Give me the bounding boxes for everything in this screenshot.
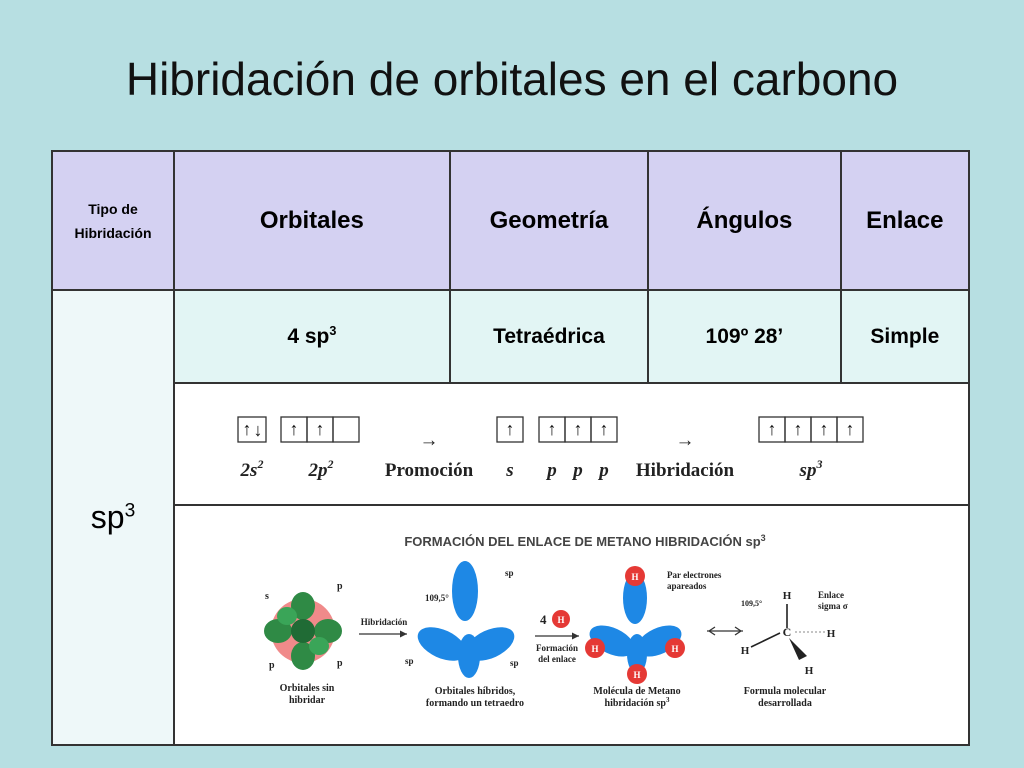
header-enlace: Enlace (839, 150, 971, 291)
label-angle: 109,5° (425, 593, 449, 603)
label-h: H (631, 572, 638, 582)
formacion-line2: del enlace (538, 654, 576, 664)
label-hibridacion: Hibridación (636, 460, 735, 481)
table-row-electron-config: ↑↓ ↑↑ ↑ ↑↑↑ ↑↑↑↑ 2s2 2p2 → Promoción s p… (52, 382, 970, 506)
label-2s2: 2s2 (240, 457, 264, 481)
table-row-methane-formation: FORMACIÓN DEL ENLACE DE METANO HIBRIDACI… (52, 504, 970, 746)
label-h-right: H (827, 628, 836, 640)
formula-line2: desarrollada (758, 698, 812, 709)
spin-down: ↓ (254, 420, 263, 440)
table-header-row: Tipo de Hibridación Orbitales Geometría … (51, 150, 971, 291)
spin-up: ↑ (600, 419, 609, 439)
label-h-bottom: H (805, 665, 814, 677)
spin-up: ↑ (506, 419, 515, 439)
cell-electron-config-diagram: ↑↓ ↑↑ ↑ ↑↑↑ ↑↑↑↑ 2s2 2p2 → Promoción s p… (173, 382, 970, 506)
hybridization-table: Tipo de Hibridación Orbitales Geometría … (51, 150, 971, 746)
header-tipo-hibridacion: Tipo de Hibridación (51, 150, 175, 291)
cell-angulos: 109º 28’ (647, 289, 842, 384)
tipo-text: sp (90, 499, 125, 535)
arrow-promocion: → (420, 430, 439, 451)
spin-up: ↑ (846, 419, 855, 439)
cell-methane-diagram: FORMACIÓN DEL ENLACE DE METANO HIBRIDACI… (173, 504, 970, 746)
label-p: p (545, 460, 557, 481)
par-line2: apareados (667, 581, 707, 591)
spin-up: ↑ (290, 419, 299, 439)
label-h: H (671, 644, 678, 654)
header-tipo-line1: Tipo de (88, 200, 138, 217)
label-s-orbital: s (265, 591, 269, 602)
label-py: p (269, 660, 275, 671)
label-h: H (633, 670, 640, 680)
header-orbitales: Orbitales (173, 150, 451, 291)
label-angle: 109,5° (741, 599, 762, 608)
slide-title: Hibridación de orbitales en el carbono (125, 53, 899, 105)
unhybridized-orbitals (264, 592, 342, 670)
spin-up: ↑ (548, 419, 557, 439)
formacion-line1: Formación (536, 643, 578, 653)
enlace-line1: Enlace (818, 590, 844, 600)
methane-heading: FORMACIÓN DEL ENLACE DE METANO HIBRIDACI… (404, 533, 765, 549)
electron-config-diagram: ↑↓ ↑↑ ↑ ↑↑↑ ↑↑↑↑ 2s2 2p2 → Promoción s p… (237, 416, 864, 481)
molecula-line2: hibridación sp3 (605, 696, 670, 709)
label-p: p (597, 460, 609, 481)
methane-formation-diagram: FORMACIÓN DEL ENLACE DE METANO HIBRIDACI… (264, 533, 848, 709)
header-geometria: Geometría (448, 150, 650, 291)
double-arrow-icon (707, 626, 743, 636)
cell-geometria: Tetraédrica (448, 289, 650, 384)
cell-enlace: Simple (839, 289, 971, 384)
label-sp3-hybrid: sp (510, 658, 519, 668)
spin-up: ↑ (820, 419, 829, 439)
orbitales-text: 4 sp (287, 325, 330, 348)
spin-up: ↑ (574, 419, 583, 439)
formula-line1: Formula molecular (744, 686, 827, 697)
label-sp3-hybrid: sp (505, 568, 514, 578)
label-h-plus: H (557, 615, 564, 625)
label-h-top: H (783, 590, 792, 602)
label-s: s (505, 460, 513, 481)
label-c: C (783, 625, 792, 639)
enlace-line2: sigma σ (818, 601, 848, 611)
label-h: H (591, 644, 598, 654)
spin-up: ↑ (794, 419, 803, 439)
label-sp3: sp3 (799, 457, 823, 481)
spin-up: ↑ (768, 419, 777, 439)
hybrid-orbitals-tetrahedron (417, 561, 515, 678)
sin-hibridar-line1: Orbitales sin (280, 683, 335, 694)
tipo-sup: 3 (124, 500, 136, 522)
label-px: p (337, 658, 343, 669)
sin-hibridar-line2: hibridar (289, 695, 326, 706)
molecula-line1: Molécula de Metano (593, 686, 680, 697)
label-hibridacion-arrow: Hibridación (361, 617, 408, 627)
hydrogen-reactant: 4 H Formación del enlace (535, 610, 579, 664)
table-row-sp3: sp3 4 sp3 Tetraédrica 109º 28’ Simple (51, 289, 971, 746)
label-four: 4 (540, 612, 547, 627)
header-tipo-line2: Hibridación (74, 224, 152, 241)
arrow-hibridacion: → (676, 430, 695, 451)
spin-up: ↑ (243, 419, 252, 439)
methane-molecule (585, 566, 685, 684)
label-h-left: H (741, 645, 750, 657)
label-promocion: Promoción (385, 460, 474, 481)
label-pz: p (337, 581, 343, 592)
label-p: p (571, 460, 583, 481)
structural-formula: H C H H H 109,5° Enlace sigma σ Formula … (741, 590, 848, 709)
spin-up: ↑ (316, 419, 325, 439)
hibridos-line2: formando un tetraedro (426, 698, 524, 709)
hibridos-line1: Orbitales híbridos, (435, 686, 516, 697)
label-sp3-hybrid: sp (405, 656, 414, 666)
par-line1: Par electrones (667, 570, 722, 580)
cell-tipo-sp3: sp3 (51, 289, 175, 746)
orbitales-sup: 3 (329, 324, 337, 338)
header-angulos: Ángulos (647, 150, 842, 291)
cell-orbitales: 4 sp3 (173, 289, 451, 384)
label-2p2: 2p2 (308, 457, 334, 481)
